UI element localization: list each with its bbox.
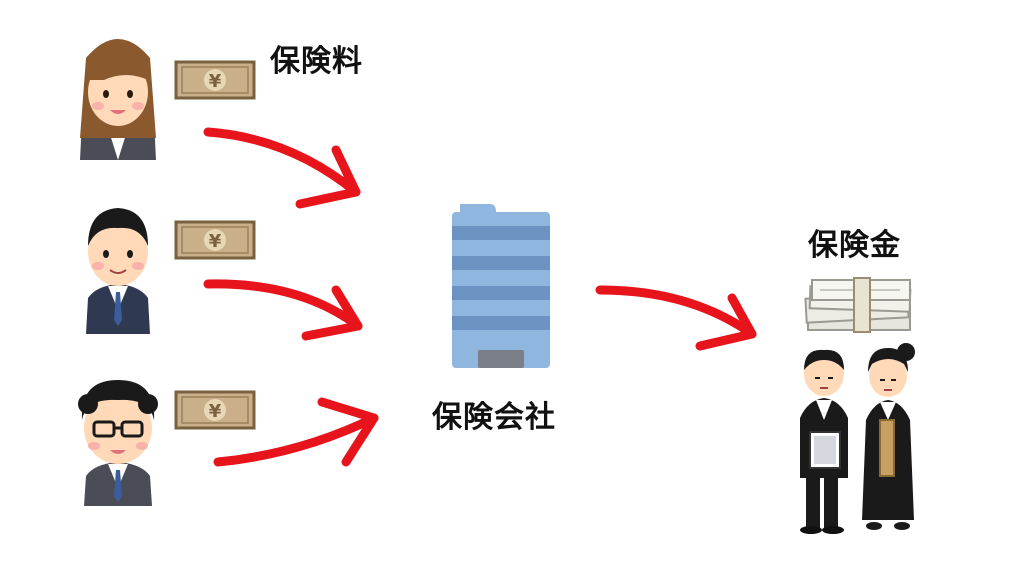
arrow-premium-2-icon [203,279,363,341]
banknote-icon-2: ¥ [174,220,256,260]
arrow-premium-1-icon [203,127,361,209]
yen-symbol: ¥ [209,231,222,252]
policyholder-glasses-man-icon [78,380,158,506]
banknote-icon-1: ¥ [174,60,256,100]
banknote-icon-3: ¥ [174,390,256,430]
mourning-woman-icon [862,343,915,530]
arrow-payout-icon [595,285,757,351]
bereaved-family-icon [800,343,915,534]
insurance-company-building-icon [452,204,550,368]
cash-stack-icon [804,277,912,333]
mourning-man-icon [800,349,848,534]
policyholder-man-icon [86,208,150,334]
policyholder-woman-icon [80,39,156,160]
yen-symbol: ¥ [209,401,222,422]
premium-label: 保険料 [270,44,363,79]
yen-symbol: ¥ [209,71,222,92]
insurance-company-label: 保険会社 [432,400,556,435]
insurance-payout-label: 保険金 [808,228,901,263]
arrow-premium-3-icon [213,397,379,467]
